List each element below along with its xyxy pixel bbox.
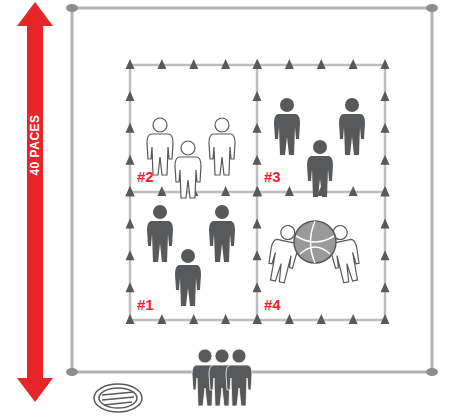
- cone: [126, 91, 135, 101]
- cone: [253, 155, 262, 165]
- cone: [285, 186, 294, 196]
- cone: [126, 186, 135, 196]
- players-dark: [147, 98, 365, 306]
- players-white: [147, 118, 235, 198]
- cone: [126, 123, 135, 133]
- cone: [126, 282, 135, 292]
- square-number: #3: [264, 169, 281, 184]
- drill-square: #2: [130, 65, 257, 192]
- field-boundary: [72, 8, 432, 372]
- cone: [253, 59, 262, 69]
- cone: [381, 314, 390, 324]
- drill-square: #1: [130, 192, 257, 320]
- cone: [253, 282, 262, 292]
- cone: [253, 314, 262, 324]
- cone: [381, 218, 390, 228]
- cone: [253, 314, 262, 324]
- cone: [126, 218, 135, 228]
- cone: [126, 155, 135, 165]
- drill-square: #3: [257, 65, 385, 192]
- cone: [349, 314, 358, 324]
- dimension-arrow: [17, 2, 53, 402]
- cone: [189, 59, 198, 69]
- cone: [285, 59, 294, 69]
- cone: [126, 187, 135, 197]
- players-with-ball: [265, 221, 364, 284]
- cone: [253, 91, 262, 101]
- cone: [381, 250, 390, 260]
- waiting-players: [192, 349, 252, 406]
- cone: [253, 187, 262, 197]
- cone: [381, 59, 390, 69]
- cone: [381, 282, 390, 292]
- drill-square: #4: [257, 192, 385, 320]
- cone: [126, 59, 135, 69]
- cones: [126, 59, 390, 324]
- cone: [381, 155, 390, 165]
- grid-lines: [130, 65, 385, 320]
- cone: [157, 59, 166, 69]
- dimension-label: 40 PACES: [29, 114, 41, 175]
- cone: [221, 314, 230, 324]
- square-number: #2: [137, 169, 154, 184]
- cone: [189, 314, 198, 324]
- cone: [157, 186, 166, 196]
- cone: [349, 186, 358, 196]
- cone: [285, 314, 294, 324]
- cone: [381, 187, 390, 197]
- cone: [253, 59, 262, 69]
- cone: [221, 186, 230, 196]
- cone: [126, 250, 135, 260]
- square-number: #1: [137, 297, 154, 312]
- cone: [381, 91, 390, 101]
- cone: [126, 314, 135, 324]
- cone: [381, 123, 390, 133]
- cone: [221, 59, 230, 69]
- cone: [253, 250, 262, 260]
- cone: [253, 123, 262, 133]
- ball-basket: [94, 384, 142, 412]
- cone: [381, 186, 390, 196]
- square-number: #4: [264, 297, 281, 312]
- corner-dots: [66, 4, 438, 376]
- cone: [317, 59, 326, 69]
- cone: [157, 314, 166, 324]
- cone: [253, 186, 262, 196]
- cone: [253, 218, 262, 228]
- cone: [349, 59, 358, 69]
- cone: [317, 314, 326, 324]
